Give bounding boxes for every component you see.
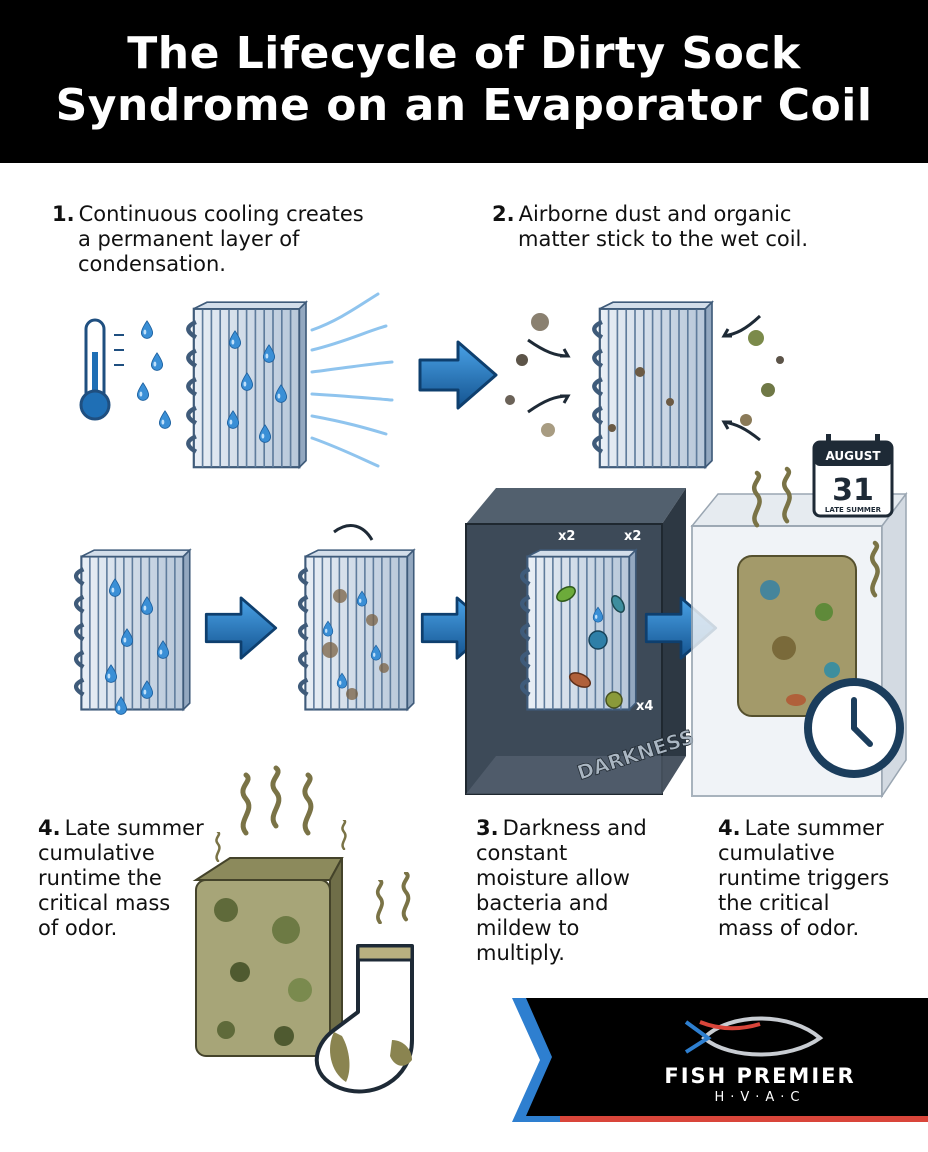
odor-wave-icon	[340, 820, 347, 850]
title-line-2: Syndrome on an Evaporator Coil	[55, 80, 873, 131]
airflow-lines	[310, 292, 394, 468]
logo-subtitle: H·V·A·C	[714, 1090, 806, 1105]
odor-wave-icon	[404, 873, 409, 919]
dusty-coil	[594, 302, 712, 467]
calendar-day: 31	[832, 473, 874, 508]
step-1-caption: 1.Continuous cooling creates a permanent…	[52, 202, 412, 277]
caption-line: mildew to	[476, 916, 580, 940]
caption-line: the critical	[718, 891, 830, 915]
step-number: 4.	[718, 816, 741, 840]
falling-drops	[136, 320, 172, 429]
logo-name: FISH PREMIER	[664, 1064, 856, 1088]
dust-particles	[505, 313, 784, 437]
odor-wave-icon	[214, 832, 221, 862]
caption-line: mass of odor.	[718, 916, 860, 940]
caption-line: cumulative	[718, 841, 835, 865]
caption-line: bacteria and	[476, 891, 609, 915]
moldy-coil	[737, 555, 857, 717]
title-banner: The Lifecycle of Dirty Sock Syndrome on …	[0, 0, 928, 163]
caption-line: Darkness and	[502, 816, 647, 840]
caption-line: of odor.	[38, 916, 118, 940]
multiplier-labels: x2 x2 x4	[558, 529, 653, 714]
wet-coil-2	[76, 550, 190, 709]
step-3-caption: 3.Darkness and constant moisture allow b…	[476, 816, 676, 966]
thermometer-icon	[79, 318, 124, 421]
calendar-caption: LATE SUMMER	[825, 506, 882, 514]
sock-icon	[314, 873, 414, 1094]
odor-wave-icon	[305, 775, 311, 833]
odor-wave-icon	[243, 775, 249, 833]
step-number: 1.	[52, 202, 75, 226]
settle-arrow	[333, 524, 374, 541]
caption-line: cumulative	[38, 841, 155, 865]
odor-wave-icon	[375, 880, 385, 924]
water-drop-icon	[150, 352, 164, 371]
odor-wave-icon	[273, 768, 279, 826]
grime-spots	[322, 589, 389, 700]
caption-line: Continuous cooling creates	[78, 202, 364, 226]
step-2-caption: 2.Airborne dust and organic matter stick…	[492, 202, 852, 252]
water-drop-icon	[158, 410, 172, 429]
caption-line: Late summer	[744, 816, 884, 840]
title-line-1: The Lifecycle of Dirty Sock	[127, 28, 801, 79]
fish-logo-icon	[684, 1016, 824, 1057]
arrow-right-icon	[418, 340, 498, 410]
moldy-block	[192, 857, 344, 1057]
water-drop-icon	[140, 320, 154, 339]
bacteria-icon	[556, 586, 625, 709]
caption-line: critical mass	[38, 891, 171, 915]
step-number: 4.	[38, 816, 61, 840]
odor-waves-bottom	[214, 768, 347, 862]
step-4-right-caption: 4.Late summer cumulative runtime trigger…	[718, 816, 918, 941]
caption-line: constant	[476, 841, 568, 865]
dust-arrows	[527, 314, 762, 442]
caption-line: Late summer	[64, 816, 204, 840]
caption-line: Airborne dust and organic	[518, 202, 792, 226]
caption-line: runtime triggers	[718, 866, 890, 890]
grimy-coil	[300, 550, 414, 709]
step-number: 3.	[476, 816, 499, 840]
water-drop-icon	[136, 382, 150, 401]
caption-line: matter stick to the wet coil.	[518, 227, 809, 251]
calendar-icon: AUGUST 31 LATE SUMMER	[812, 434, 894, 518]
multiplier-label: x2	[558, 529, 575, 544]
multiplier-label: x2	[624, 529, 641, 544]
clock-icon	[804, 678, 904, 778]
caption-line: moisture allow	[476, 866, 630, 890]
logo-badge	[512, 998, 928, 1122]
step-4-left-caption: 4.Late summer cumulative runtime the cri…	[38, 816, 228, 941]
caption-line: condensation.	[78, 252, 226, 276]
calendar-month: AUGUST	[825, 449, 881, 463]
caption-line: runtime the	[38, 866, 162, 890]
caption-line: a permanent layer of	[78, 227, 300, 251]
multiplier-label: x4	[636, 699, 653, 714]
arrow-right-icon	[204, 596, 278, 660]
step-number: 2.	[492, 202, 515, 226]
page-title: The Lifecycle of Dirty Sock Syndrome on …	[0, 28, 928, 132]
caption-line: multiply.	[476, 941, 565, 965]
